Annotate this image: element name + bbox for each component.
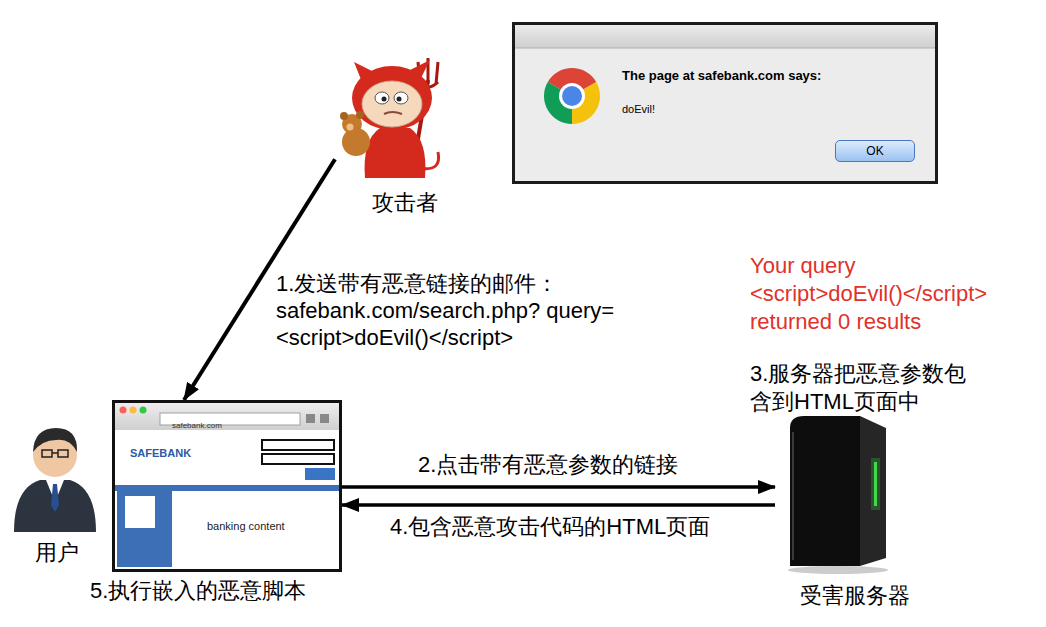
figure-caption: 受害服务器 [800, 583, 910, 609]
login-button [305, 468, 335, 480]
text-slot: 用户 [35, 540, 79, 566]
titlebar-rule [512, 48, 938, 49]
teddy-muzzle [347, 124, 354, 131]
devil-hood [352, 66, 432, 130]
led-glow [871, 458, 880, 510]
login-field [262, 440, 334, 450]
browser-window: safebank.comSAFEBANKbanking content5.执行嵌… [112, 400, 342, 572]
text-slot: The page at safebank.com says: [622, 66, 821, 84]
dialog-chrome [512, 22, 938, 184]
tie [51, 484, 59, 512]
connector-arrow [342, 485, 775, 489]
led [874, 462, 877, 506]
step-label: 5.执行嵌入的恶意脚本 [90, 578, 306, 604]
server-front [790, 416, 860, 566]
window-dot [120, 407, 127, 414]
step-label: 1.发送带有恶意链接的邮件： safebank.com/search.php? … [276, 270, 616, 351]
label-slot: 4.包含恶意攻击代码的HTML页面 [390, 514, 710, 540]
browser-page [115, 403, 339, 569]
logo-ring [559, 83, 585, 109]
toolbar-icon [320, 414, 329, 423]
devil-mouth [384, 112, 402, 114]
site-logo: SAFEBANK [130, 447, 191, 460]
server-tower-art [788, 416, 888, 574]
devil-body [365, 128, 426, 178]
user-figure: 用户 [10, 418, 102, 566]
teddy-ear [340, 112, 348, 120]
connector-arrow [342, 503, 775, 507]
text-slot: 5.执行嵌入的恶意脚本 [90, 578, 306, 604]
text-slot: SAFEBANK [130, 443, 191, 461]
user-figure-art [14, 428, 96, 532]
window-dot [130, 407, 137, 414]
toolbar-icon [306, 414, 315, 423]
page-content: banking content [207, 520, 285, 533]
dialog-body [512, 22, 938, 184]
devil-face [362, 81, 422, 127]
dialog-message: doEvil! [622, 103, 655, 116]
label-slot: 1.发送带有恶意链接的邮件： safebank.com/search.php? … [276, 270, 616, 351]
glasses-bridge [52, 452, 58, 454]
nav-bar [115, 485, 339, 491]
text-slot: 受害服务器 [800, 583, 910, 609]
suit [14, 480, 96, 532]
devil-pupil [382, 97, 387, 102]
text-slot: banking content [207, 516, 285, 534]
teddy-ear [356, 111, 364, 119]
ok-button: OK [835, 140, 915, 162]
browser-toolbar [115, 403, 339, 430]
reflected-output: Your query <script>doEvil()</script> ret… [750, 252, 1008, 336]
label-slot: 3.服务器把恶意参数包含到HTML页面中 [750, 360, 976, 416]
button-label: OK [866, 141, 883, 161]
server-shadow [788, 566, 888, 574]
login-field [262, 454, 334, 464]
figure-caption: 攻击者 [372, 190, 438, 216]
glasses [58, 450, 68, 457]
sidebar-box [125, 496, 155, 528]
text-slot: 攻击者 [372, 190, 438, 216]
dialog-titlebar [512, 22, 938, 48]
text-slot: doEvil! [622, 99, 655, 117]
server-tower: 受害服务器 [775, 405, 925, 610]
label-slot: Your query <script>doEvil()</script> ret… [750, 252, 1008, 336]
figure-caption: 用户 [35, 540, 79, 566]
label-slot: 2.点击带有恶意参数的链接 [418, 452, 678, 478]
sidebar [117, 491, 172, 567]
server-side [860, 416, 886, 566]
devil-pupil [397, 97, 402, 102]
window-dot [140, 407, 147, 414]
step-label: 4.包含恶意攻击代码的HTML页面 [390, 514, 710, 540]
browser-screenshot [115, 403, 339, 569]
attacker-figure: 攻击者 [335, 60, 450, 220]
text-slot: OK [836, 141, 914, 161]
glasses [42, 450, 52, 457]
devil-eye [394, 92, 408, 104]
hair [33, 428, 77, 452]
devil-eye [375, 92, 389, 104]
alert-dialog: The page at safebank.com says: doEvil! OK [512, 22, 938, 184]
text-slot: safebank.com [172, 414, 222, 432]
logo-center [562, 86, 582, 106]
server-highlight [792, 432, 794, 560]
dialog-title: The page at safebank.com says: [622, 68, 821, 84]
step-label: 3.服务器把恶意参数包含到HTML页面中 [750, 360, 976, 416]
step-label: 2.点击带有恶意参数的链接 [418, 452, 678, 478]
devil-figure [340, 58, 439, 178]
url-text: safebank.com [172, 421, 222, 431]
chrome-logo [544, 68, 600, 124]
